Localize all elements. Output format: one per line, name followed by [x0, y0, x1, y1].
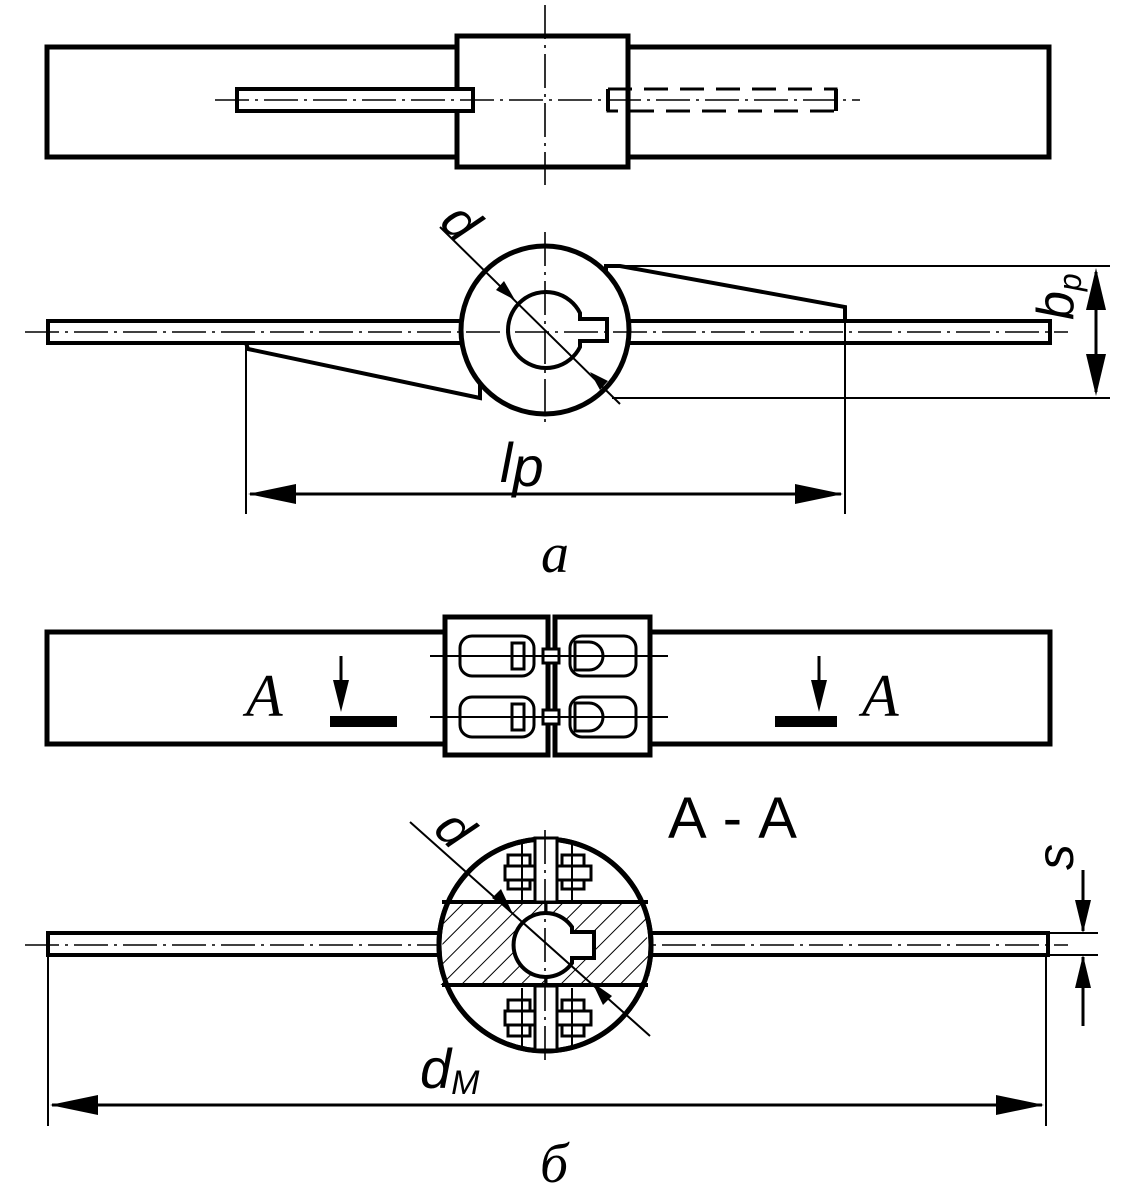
fig-a-top-view [44, 5, 1052, 185]
dim-label-dm: dM [420, 1037, 480, 1102]
key-bore [506, 290, 609, 370]
dim-label-d-top: d [430, 191, 493, 254]
hub-square [454, 33, 631, 170]
section-mark-right: А [858, 663, 899, 729]
section-mark-left: А [242, 663, 283, 729]
leader-d [439, 226, 621, 405]
dim-label-d-bottom: d [424, 798, 487, 861]
figure-label-b: б [540, 1133, 570, 1195]
key-bore-b [511, 911, 596, 979]
bar-right-b [647, 629, 1053, 747]
dim-label-lp: lp [500, 431, 544, 498]
fig-b-section-view [25, 821, 1098, 1126]
figure-label-a: а [541, 523, 569, 585]
fig-b-top-view [44, 614, 1053, 758]
dim-label-s: s [1027, 844, 1085, 870]
wedge-upper [604, 264, 847, 323]
bar-right [625, 44, 1052, 160]
wedge-lower [243, 341, 482, 401]
dim-label-bp: bp [1027, 273, 1088, 320]
fig-a-front-view [25, 226, 1110, 514]
section-title: А - А [668, 786, 797, 851]
